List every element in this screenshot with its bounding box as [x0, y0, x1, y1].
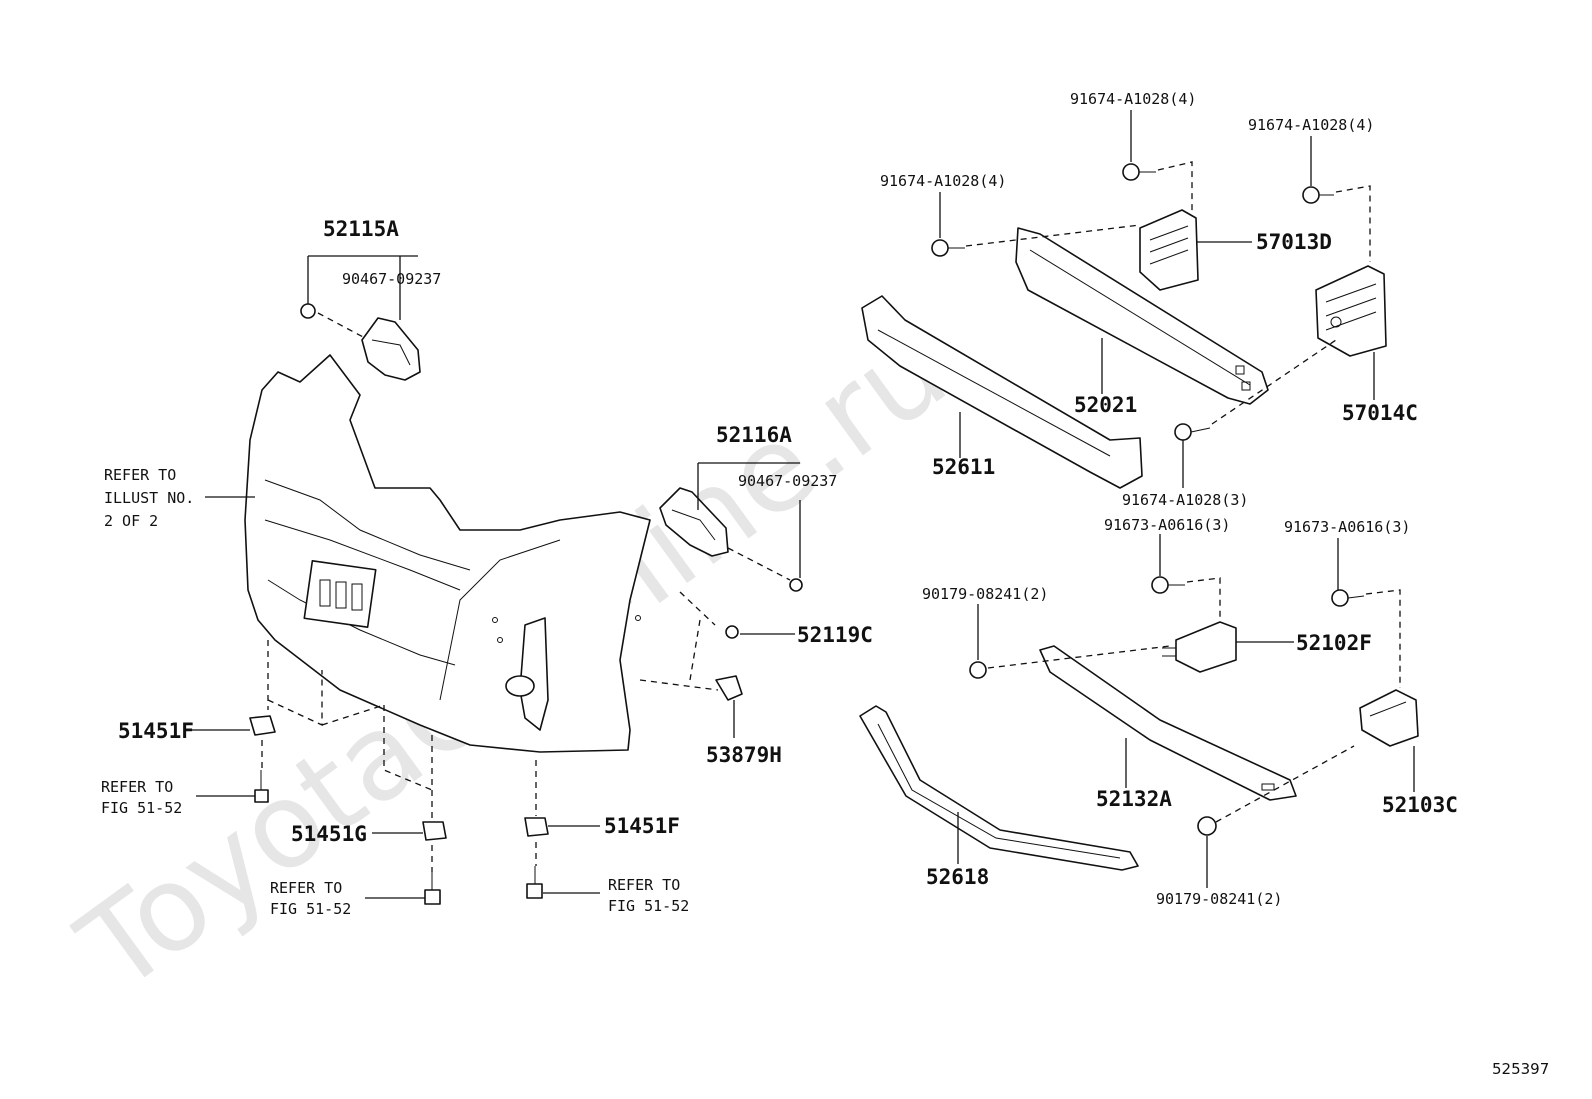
note-refer-fig-1-line1: REFER TO	[101, 778, 173, 796]
clip-51451F-left-drawing	[249, 715, 276, 736]
label-52103C: 52103C	[1382, 793, 1458, 817]
note-refer-fig-2-line2: FIG 51-52	[270, 900, 351, 918]
bolt-91673-b	[1331, 589, 1365, 607]
bolt-91673-a	[1151, 576, 1185, 594]
label-52611: 52611	[932, 455, 995, 479]
bracket-52103C-drawing	[1359, 689, 1419, 747]
note-refer-illust-line3: 2 OF 2	[104, 512, 158, 530]
bumper-cover-drawing	[244, 354, 651, 753]
label-52116A: 52116A	[716, 423, 792, 447]
label-52618: 52618	[926, 865, 989, 889]
bolt-91674-a	[1122, 163, 1156, 181]
nut-90179-b	[1197, 816, 1217, 836]
reinforcement-52021-drawing	[1015, 227, 1269, 405]
label-90179-a: 90179-08241(2)	[922, 585, 1048, 603]
label-51451F-left: 51451F	[118, 719, 194, 743]
label-51451G: 51451G	[291, 822, 367, 846]
absorber-57013D-drawing	[1139, 209, 1199, 291]
note-refer-illust-line2: ILLUST NO.	[104, 489, 194, 507]
label-91674-c: 91674-A1028(4)	[880, 172, 1006, 190]
label-57014C: 57014C	[1342, 401, 1418, 425]
label-91673-b: 91673-A0616(3)	[1284, 518, 1410, 536]
retainer-52611-drawing	[861, 295, 1143, 489]
absorber-57014C-drawing	[1315, 265, 1387, 357]
label-91674-d: 91674-A1028(3)	[1122, 491, 1248, 509]
reinforcement-52132A-drawing	[1039, 645, 1297, 801]
note-refer-fig-3-line2: FIG 51-52	[608, 897, 689, 915]
note-refer-fig-3-line1: REFER TO	[608, 876, 680, 894]
note-refer-fig-1-line2: FIG 51-52	[101, 799, 182, 817]
label-90467-09237-right: 90467-09237	[738, 472, 837, 490]
seal-53879H-drawing	[715, 675, 743, 701]
note-refer-fig-2-line1: REFER TO	[270, 879, 342, 897]
label-90179-b: 90179-08241(2)	[1156, 890, 1282, 908]
clip-52119C-drawing	[725, 625, 739, 639]
bracket-52115A-drawing	[300, 303, 421, 381]
label-52132A: 52132A	[1096, 787, 1172, 811]
label-91673-a: 91673-A0616(3)	[1104, 516, 1230, 534]
diagram-number: 525397	[1492, 1060, 1549, 1078]
label-52119C: 52119C	[797, 623, 873, 647]
bracket-52116A-drawing	[659, 487, 803, 592]
note-refer-illust-line1: REFER TO	[104, 466, 176, 484]
label-52021: 52021	[1074, 393, 1137, 417]
absorber-52618-drawing	[859, 705, 1139, 871]
screw-left-drawing	[254, 789, 269, 803]
bolt-91674-d	[1174, 423, 1211, 441]
label-91674-a: 91674-A1028(4)	[1070, 90, 1196, 108]
screw-mid-drawing	[424, 889, 441, 905]
bolt-91674-c	[931, 239, 965, 257]
label-52115A: 52115A	[323, 217, 399, 241]
label-57013D: 57013D	[1256, 230, 1332, 254]
clip-51451F-right-drawing	[524, 817, 549, 837]
label-51451F-right: 51451F	[604, 814, 680, 838]
nut-90179-a	[969, 661, 987, 679]
label-53879H: 53879H	[706, 743, 782, 767]
label-52102F: 52102F	[1296, 631, 1372, 655]
bracket-52102F-drawing	[1162, 621, 1237, 673]
clip-51451G-drawing	[422, 821, 447, 841]
label-91674-b: 91674-A1028(4)	[1248, 116, 1374, 134]
screw-right-drawing	[526, 883, 543, 899]
label-90467-09237-left: 90467-09237	[342, 270, 441, 288]
bolt-91674-b	[1302, 186, 1334, 204]
